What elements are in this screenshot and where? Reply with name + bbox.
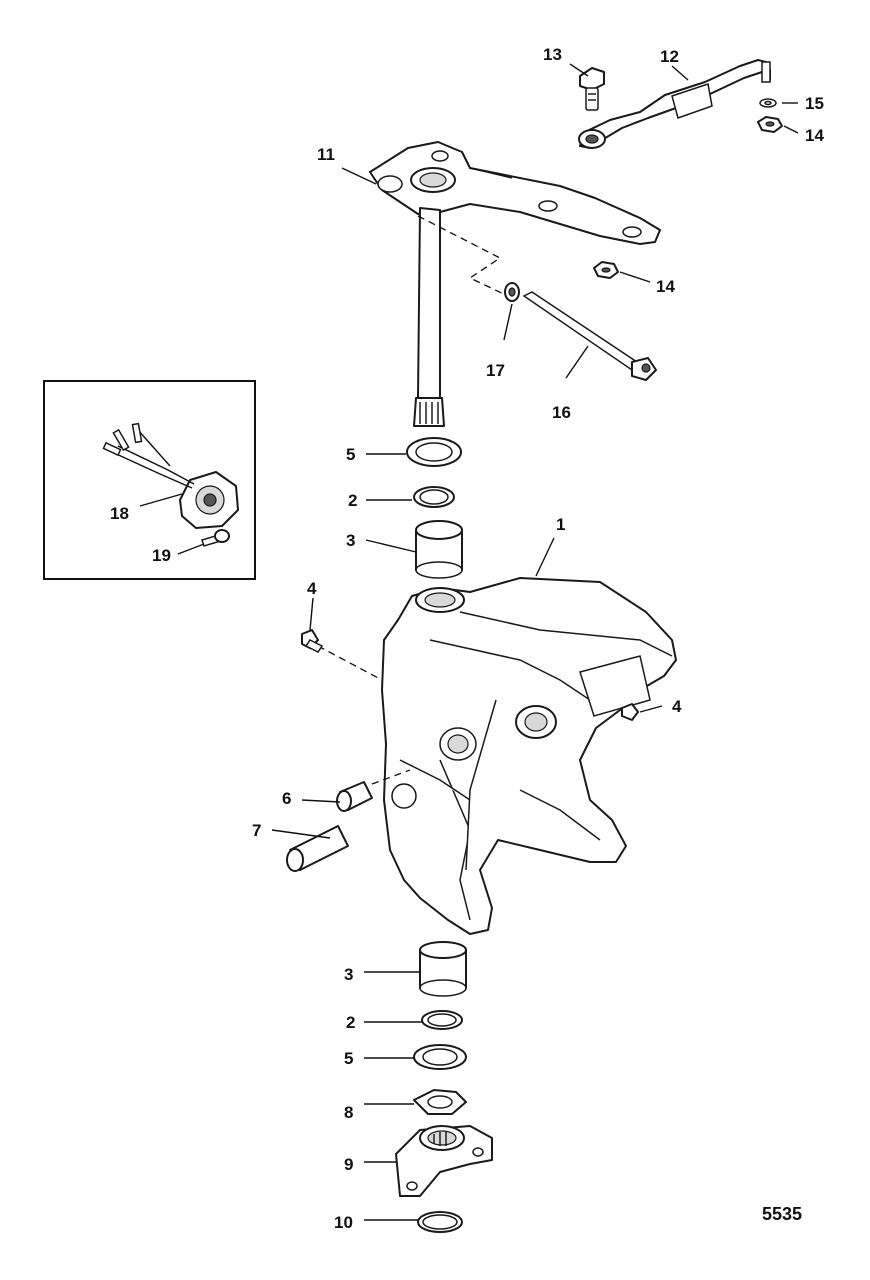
callout-14-middle: 14 — [656, 277, 675, 296]
assembly-path-4 — [317, 645, 383, 681]
leader-lines — [139, 63, 799, 1221]
ring-2-upper — [413, 486, 455, 508]
bushing-6 — [336, 781, 373, 812]
callout-17: 17 — [486, 361, 505, 380]
nut-14-top — [757, 116, 783, 133]
callout-7: 7 — [252, 821, 261, 840]
sensor-18 — [102, 422, 239, 529]
bushing-3-upper — [415, 520, 463, 579]
callout-12: 12 — [660, 47, 679, 66]
shim-5-lower — [413, 1044, 467, 1070]
callout-8: 8 — [344, 1103, 353, 1122]
shim-5-upper — [406, 437, 462, 467]
bolt-16 — [522, 291, 657, 381]
assembly-path-16 — [417, 215, 509, 297]
callout-15: 15 — [805, 94, 824, 113]
washer-17 — [504, 282, 520, 302]
callout-16: 16 — [552, 403, 571, 422]
pin-7 — [286, 825, 349, 872]
callout-9: 9 — [344, 1155, 353, 1174]
callout-3-upper: 3 — [346, 531, 355, 550]
callout-13: 13 — [543, 45, 562, 64]
callout-19: 19 — [152, 546, 171, 565]
assembly-path-6-7 — [371, 769, 411, 785]
callout-10: 10 — [334, 1213, 353, 1232]
ring-2-lower — [421, 1010, 463, 1030]
callout-14-top: 14 — [805, 126, 824, 145]
bolt-4-left — [301, 629, 324, 653]
snap-ring-10 — [417, 1211, 463, 1233]
callout-5-upper: 5 — [346, 445, 355, 464]
steering-link-rod — [578, 59, 771, 149]
callout-4-right: 4 — [672, 697, 682, 716]
callout-labels: 13 12 15 14 11 14 17 16 5 2 1 3 18 19 4 … — [110, 45, 824, 1232]
swivel-bracket — [381, 577, 677, 935]
callout-2-lower: 2 — [346, 1013, 355, 1032]
washer-15 — [759, 98, 777, 108]
callout-11: 11 — [317, 145, 335, 164]
callout-18: 18 — [110, 504, 129, 523]
callout-4-left: 4 — [307, 579, 317, 598]
retainer-8 — [413, 1089, 467, 1115]
callout-6: 6 — [282, 789, 291, 808]
callout-5-lower: 5 — [344, 1049, 353, 1068]
callout-2-upper: 2 — [348, 491, 357, 510]
bushing-3-lower — [419, 941, 467, 997]
callout-3-lower: 3 — [344, 965, 353, 984]
nut-14-middle — [593, 261, 619, 279]
steering-arm — [369, 141, 661, 427]
callout-1: 1 — [556, 515, 565, 534]
lower-yoke-9 — [395, 1125, 493, 1197]
bolt-13 — [579, 67, 605, 111]
figure-number: 5535 — [762, 1204, 802, 1224]
inset-panel — [43, 380, 256, 580]
bolt-4-right — [621, 703, 639, 721]
